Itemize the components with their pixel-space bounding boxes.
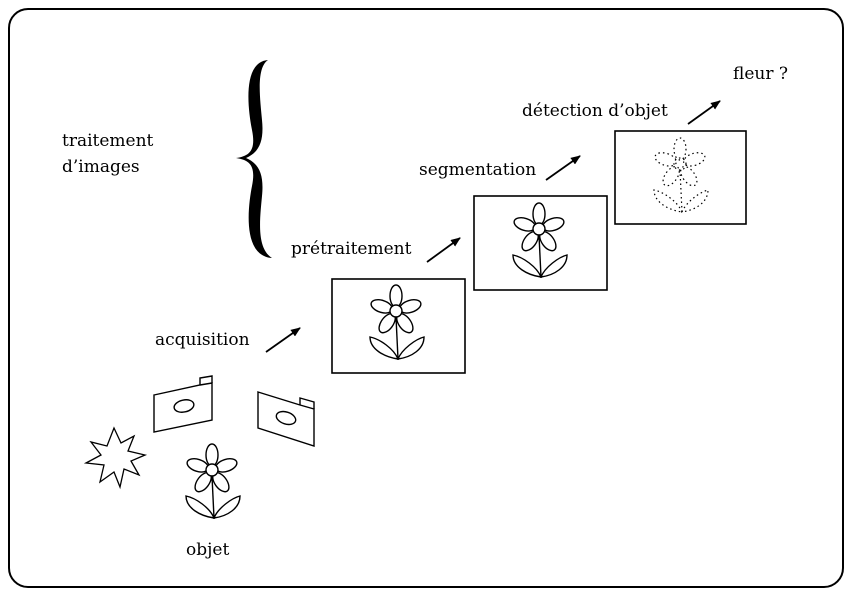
label-image-processing: traitement d’images	[62, 128, 153, 180]
diagram-frame	[8, 8, 844, 588]
label-question: fleur ?	[733, 64, 788, 84]
arrow-detection	[687, 100, 721, 125]
label-object: objet	[186, 540, 230, 560]
arrow-preprocessing	[426, 237, 461, 263]
camera-icon	[257, 391, 315, 447]
image-frame-preprocessing	[473, 195, 608, 291]
label-preprocessing: prétraitement	[291, 239, 412, 259]
label-segmentation: segmentation	[419, 160, 537, 180]
image-frame-segmentation	[614, 130, 747, 225]
label-image-processing-line1: traitement	[62, 131, 154, 151]
label-object-detection: détection d’objet	[522, 101, 668, 121]
label-acquisition: acquisition	[155, 330, 250, 350]
flower-image-1	[368, 284, 425, 360]
light-burst-icon	[83, 426, 148, 490]
flower-segmented	[652, 137, 709, 213]
flower-image-2	[511, 202, 568, 278]
image-frame-acquisition	[331, 278, 466, 374]
label-image-processing-line2: d’images	[62, 157, 140, 177]
camera-icon	[153, 375, 213, 433]
curly-brace	[236, 60, 272, 258]
arrow-segmentation	[545, 155, 581, 181]
flower-object	[184, 443, 241, 519]
arrow-acquisition	[265, 327, 301, 353]
